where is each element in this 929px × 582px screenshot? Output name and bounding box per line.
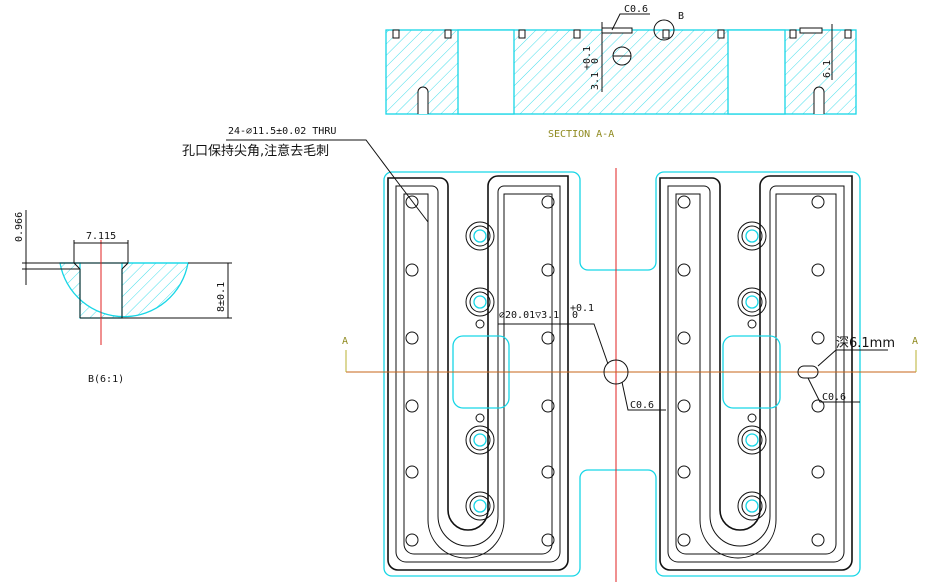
detail-b-marker [653,19,675,41]
svg-text:+0.1: +0.1 [570,303,594,314]
center-chamfer-callout: C0.6 [630,400,654,411]
plan-view: A A 24-⌀11.5±0.02 THRU 孔口保持尖角,注意去毛刺 ⌀20.… [182,126,918,582]
right-chamfer-callout: C0.6 [822,392,846,403]
detail-b-ref: B [678,11,684,22]
groove-left [387,175,569,571]
svg-text:0: 0 [590,58,601,64]
holes-callout: 24-⌀11.5±0.02 THRU [228,126,336,137]
section-mark-left: A [342,336,348,347]
section-pocket-left [457,29,515,115]
detail-depth-label: 8±0.1 [216,282,227,312]
center-bore [603,359,629,385]
through-holes [405,195,825,547]
section-title: SECTION A-A [548,129,614,140]
section-depth-label: 3.1 [590,72,601,90]
groove-right [659,175,853,571]
holes-note: 孔口保持尖角,注意去毛刺 [182,143,329,159]
svg-text:+0.1: +0.1 [582,46,593,70]
section-chamfer-label: C0.6 [624,4,648,15]
detail-width-label: 7.115 [86,231,116,242]
section-view: B C0.6 3.1 +0.1 0 6.1 SECTION A-A [385,4,857,140]
counterbores [465,221,767,521]
detail-chamfer-label: 0.966 [14,212,25,242]
plate-outline [383,171,861,577]
detail-title: B(6:1) [88,374,124,385]
section-mark-right: A [912,336,918,347]
slot-depth-callout: 深6.1mm [836,336,895,351]
center-hole-callout: ⌀20.01▽3.1 [499,310,559,321]
detail-body [59,262,189,319]
section-right-depth: 6.1 [822,60,833,78]
section-pocket-right [727,29,786,115]
svg-text:0: 0 [572,310,578,321]
detail-view: 7.115 0.966 8±0.1 B(6:1) [14,210,232,385]
